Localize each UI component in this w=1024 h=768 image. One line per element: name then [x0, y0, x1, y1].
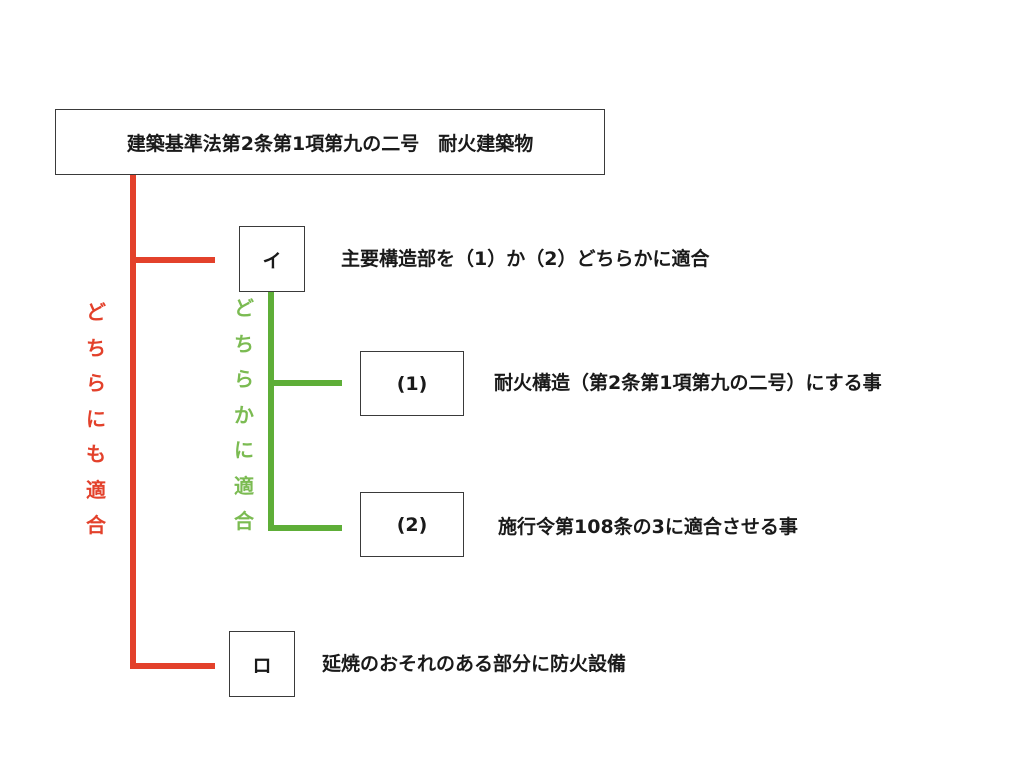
outer-branch-ro-line [130, 663, 215, 669]
root-label: 建築基準法第2条第1項第九の二号 耐火建築物 [126, 132, 534, 155]
branch-i-label: イ [262, 249, 282, 272]
outer-trunk-line [130, 175, 136, 669]
sub-1-box: (1) [360, 351, 464, 416]
inner-branch-1-line [268, 380, 342, 386]
root-box: 建築基準法第2条第1項第九の二号 耐火建築物 [55, 109, 605, 175]
inner-branch-2-line [268, 525, 342, 531]
inner-trunk-line [268, 292, 274, 531]
branch-i-text: 主要構造部を（1）か（2）どちらかに適合 [341, 248, 710, 270]
inner-connector-label: ど ち ら か に 適 合 [234, 296, 254, 533]
sub-2-label: (2) [396, 513, 428, 536]
sub-2-text: 施行令第108条の3に適合させる事 [498, 516, 798, 538]
outer-connector-label: ど ち ら に も 適 合 [86, 300, 106, 537]
sub-1-label: (1) [396, 372, 428, 395]
branch-ro-label: ロ [252, 654, 272, 677]
sub-1-text: 耐火構造（第2条第1項第九の二号）にする事 [494, 372, 882, 394]
branch-ro-text: 延焼のおそれのある部分に防火設備 [322, 653, 627, 675]
sub-2-box: (2) [360, 492, 464, 557]
branch-i-box: イ [239, 226, 305, 292]
outer-branch-i-line [130, 257, 215, 263]
branch-ro-box: ロ [229, 631, 295, 697]
